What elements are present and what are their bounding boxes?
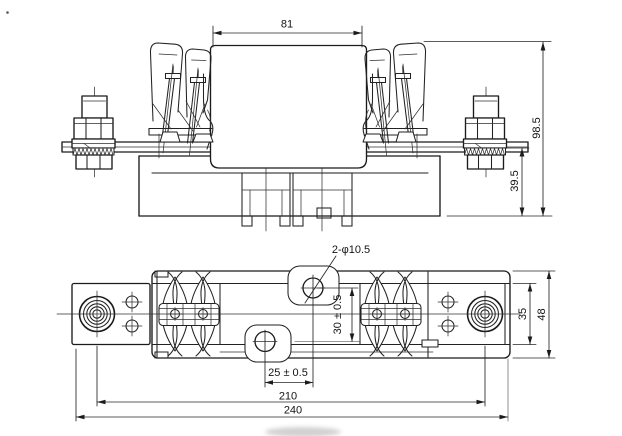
dimension-base-height: 39.5 — [504, 147, 530, 217]
fuse-clip-right — [362, 42, 428, 156]
base-body — [138, 155, 441, 232]
dim-label-210: 210 — [279, 391, 297, 403]
dim-label-39-5: 39.5 — [509, 170, 521, 191]
fuse-clip-left — [148, 42, 214, 156]
dim-label-240: 240 — [284, 405, 302, 417]
dim-label-98-5: 98.5 — [531, 117, 543, 138]
dimension-contact-centers: 210 — [96, 345, 486, 407]
mounting-boss-left — [241, 157, 291, 232]
fuse-cartridge — [209, 44, 368, 169]
small-hole-3 — [437, 291, 459, 313]
dimension-plate-width: 35 — [512, 283, 537, 345]
bolt-terminal-right — [462, 86, 508, 178]
dimension-mounting-holes: 2-φ10.5 — [304, 244, 370, 304]
mounting-boss-right — [292, 157, 353, 232]
bolt-terminal-left — [71, 86, 116, 178]
edge-notch-top — [154, 270, 169, 278]
dim-label-30: 30 ± 0.5 — [332, 295, 344, 335]
dimension-base-width: 48 — [512, 270, 556, 359]
scan-artifact-dot — [6, 11, 9, 14]
watermark-smudge — [265, 427, 341, 436]
dim-label-81: 81 — [281, 19, 293, 31]
dim-label-holes: 2-φ10.5 — [332, 244, 370, 256]
bottom-tab — [421, 339, 439, 348]
small-hole-4 — [437, 315, 459, 337]
dimensions: 81 98.5 39.5 2-φ10.5 — [75, 19, 556, 422]
dimension-hole-horizontal-offset: 25 ± 0.5 — [264, 274, 314, 388]
dim-label-35: 35 — [517, 308, 529, 320]
dim-label-48: 48 — [536, 308, 548, 320]
dim-label-25: 25 ± 0.5 — [268, 367, 308, 379]
plan-view — [56, 265, 521, 363]
dimension-hole-vertical-offset: 30 ± 0.5 — [294, 287, 360, 343]
dimension-overall-length: 240 — [75, 348, 509, 422]
front-elevation-view — [61, 42, 529, 232]
edge-notch-bottom — [154, 351, 169, 359]
dimension-overall-height: 98.5 — [423, 41, 553, 217]
dimension-clip-span: 81 — [212, 19, 363, 48]
